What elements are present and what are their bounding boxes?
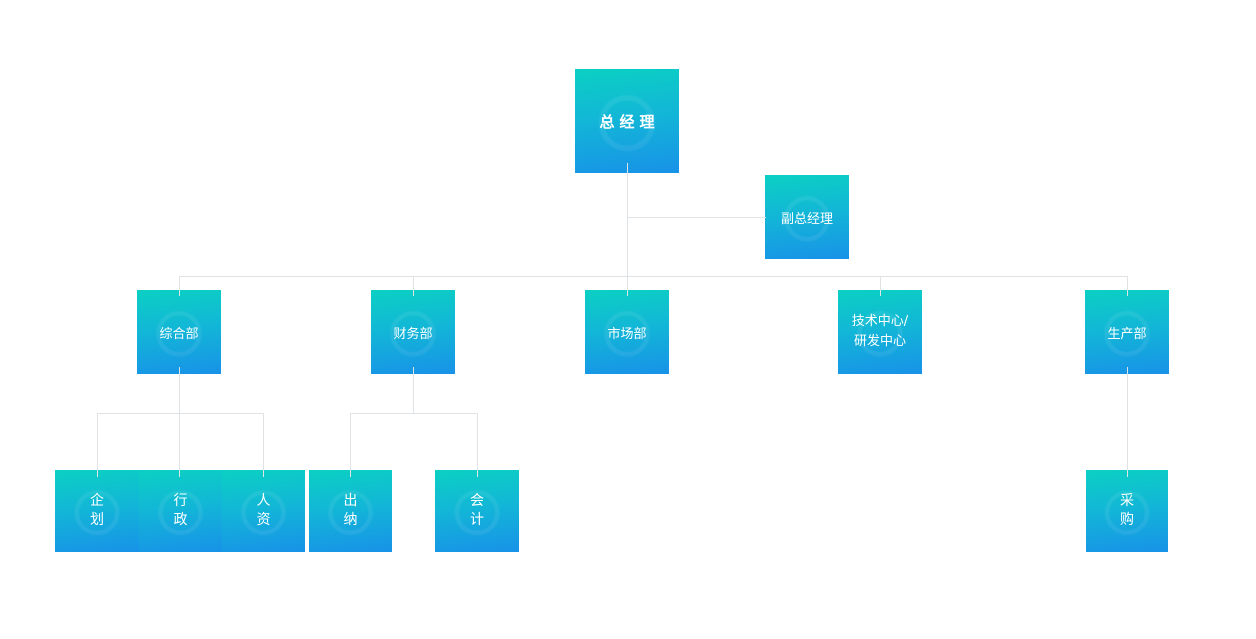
- node-label: 综合部: [159, 326, 199, 342]
- node-label-line2: 研发中心: [853, 334, 906, 349]
- connector-root-vertical: [627, 163, 628, 296]
- node-sub-planning: 企划: [55, 470, 139, 552]
- node-dept-finance: 财务部: [371, 290, 455, 374]
- node-label: 总经理: [599, 112, 660, 131]
- node-label: 人资: [256, 493, 271, 528]
- connector-deputy-horizontal: [627, 217, 766, 218]
- node-label: 出纳: [343, 493, 358, 528]
- connector-stub-planning: [97, 413, 98, 477]
- connector-level2-horizontal: [179, 276, 1127, 277]
- node-label: 企划: [90, 493, 104, 528]
- node-sub-administration: 行政: [139, 470, 222, 552]
- node-deputy-general-manager: 副总经理: [765, 175, 849, 259]
- node-sub-hr: 人资: [222, 470, 305, 552]
- node-label: 会计: [470, 493, 484, 528]
- connector-stub-hr: [263, 413, 264, 477]
- connector-stub-cashier: [350, 413, 351, 477]
- node-dept-tech-rd-center: 技术中心/ 研发中心: [838, 290, 922, 374]
- connector-general-affairs-horizontal: [97, 413, 264, 414]
- connector-stub-tech-rd: [880, 276, 881, 296]
- connector-general-affairs-vertical: [179, 367, 180, 477]
- node-sub-cashier: 出纳: [309, 470, 392, 552]
- node-sub-procurement: 采购: [1086, 470, 1168, 552]
- node-sub-accounting: 会计: [435, 470, 519, 552]
- connector-stub-production: [1127, 276, 1128, 296]
- node-dept-production: 生产部: [1085, 290, 1169, 374]
- node-label: 行政: [173, 493, 188, 528]
- connector-finance-vertical: [413, 367, 414, 413]
- connector-stub-accounting: [477, 413, 478, 477]
- connector-stub-finance: [413, 276, 414, 296]
- node-label: 技术中心/ 研发中心: [852, 312, 908, 352]
- connector-stub-general-affairs: [179, 276, 180, 296]
- node-label: 市场部: [607, 326, 647, 342]
- connector-finance-horizontal: [350, 413, 477, 414]
- node-label: 副总经理: [780, 211, 833, 227]
- node-label: 财务部: [393, 326, 433, 342]
- node-dept-marketing: 市场部: [585, 290, 669, 374]
- node-general-manager: 总经理: [575, 69, 679, 173]
- node-label: 生产部: [1107, 326, 1147, 342]
- node-label: 采购: [1120, 493, 1134, 528]
- node-label-line1: 技术中心/: [851, 313, 909, 329]
- node-dept-general-affairs: 综合部: [137, 290, 221, 374]
- connector-production-vertical: [1127, 367, 1128, 477]
